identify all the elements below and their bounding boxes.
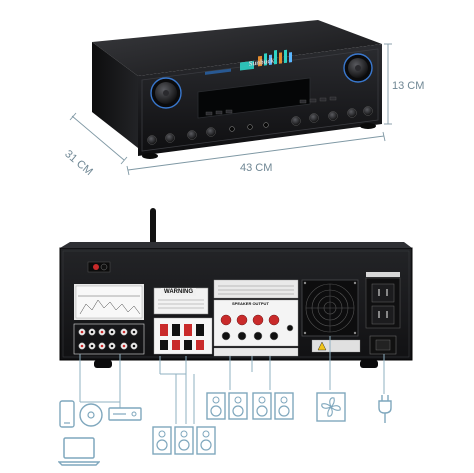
power-plug-icon (378, 395, 392, 423)
speaker-trio-icon (152, 426, 216, 455)
height-dimension-label: 13 CM (392, 80, 425, 92)
speaker-output-left (153, 317, 213, 355)
width-dimension-label: 43 CM (240, 162, 273, 174)
amplifier-side-face (92, 42, 138, 148)
rear-warning-title: WARNING (161, 288, 196, 296)
volume-knob-right (343, 53, 373, 83)
speaker-pair-icon (206, 392, 248, 420)
cooling-fan (301, 279, 359, 337)
speaker-pair-icon-2 (252, 392, 294, 420)
cd-icon (79, 403, 103, 427)
laptop-icon (58, 437, 100, 466)
connector-lines (79, 336, 385, 424)
front-display (197, 49, 311, 119)
phone-icon (59, 400, 75, 428)
rear-speaker-output-label: SPEAKER OUTPUT (232, 301, 269, 306)
amplifier-rear-view (59, 208, 413, 424)
amplifier-front-view (69, 20, 392, 176)
dimension-lines (69, 43, 392, 176)
front-control-knobs (147, 96, 373, 145)
power-inlet (369, 335, 397, 355)
audio-input-panel (73, 284, 145, 355)
amplifier-top-face (92, 20, 382, 76)
speaker-output-right (213, 299, 299, 347)
volume-knob-left (150, 77, 182, 109)
fan-icon (316, 392, 346, 422)
dvd-player-icon (108, 407, 142, 421)
power-outlet (365, 272, 401, 329)
